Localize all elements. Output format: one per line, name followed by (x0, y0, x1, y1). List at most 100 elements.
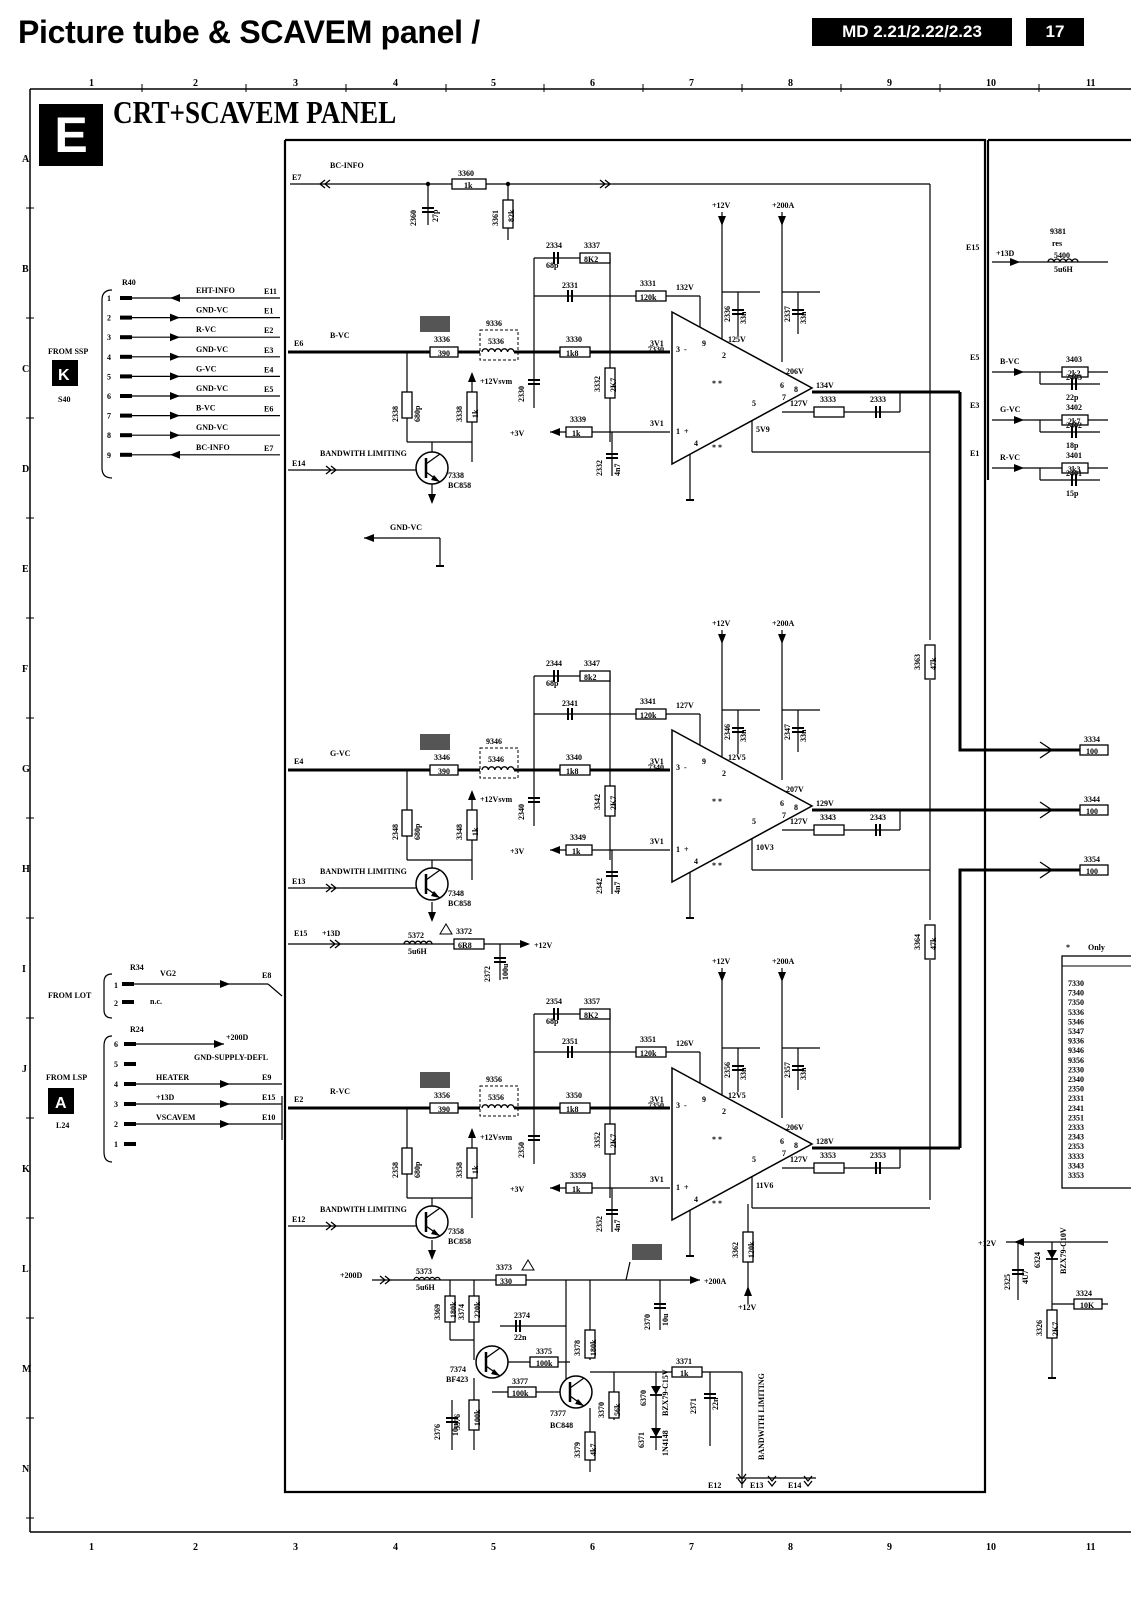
transistor-label: 7377 (550, 1409, 566, 1418)
label: 3 (676, 1101, 680, 1110)
label: 3350 (566, 1091, 582, 1100)
panel-boundary (283, 138, 987, 1494)
connector-letter-badge (48, 1088, 74, 1114)
part-label: 1k (471, 1165, 480, 1174)
grid-col-label: 8 (788, 1542, 793, 1553)
pin-icon (120, 413, 132, 418)
connector-letter: K (58, 367, 70, 384)
resistor (604, 785, 616, 817)
connector-ref: R40 (122, 278, 136, 287)
resistor (813, 824, 845, 836)
arrow (1014, 464, 1024, 472)
pin-icon (120, 452, 132, 457)
part-label: 10u (451, 1423, 460, 1436)
resistor (1079, 744, 1109, 756)
label: 9336 (486, 319, 502, 328)
transistor-collector (425, 453, 441, 465)
rail-label: +3V (510, 847, 525, 856)
label: 1 (676, 1183, 680, 1192)
label: 5372 (408, 931, 424, 940)
arrow-down-icon (718, 972, 726, 982)
arrow (220, 1100, 230, 1108)
arrow-right-icon (170, 333, 180, 342)
grid-row-label: A (22, 154, 30, 165)
table-cell: 5336 (1068, 1008, 1084, 1017)
label: 3372 (456, 927, 472, 936)
label: 5 (752, 1155, 756, 1164)
signal-label: BANDWITH LIMITING (320, 449, 407, 458)
resistor (429, 764, 459, 776)
wire (267, 983, 283, 997)
label: 22p (1066, 393, 1079, 402)
transistor-label: 7374 (450, 1365, 466, 1374)
part-label: 2325 (1003, 1274, 1012, 1290)
label: 1k (572, 847, 581, 856)
table-cell: 2333 (1068, 1123, 1084, 1132)
label: 5400 (1054, 251, 1070, 260)
label: 3333 (820, 395, 836, 404)
part-label: 4n7 (613, 882, 622, 894)
part-label: 4n7 (613, 1220, 622, 1232)
pin-signal-label: B-VC (196, 404, 216, 413)
resistor (429, 346, 459, 358)
table-cell: 2341 (1068, 1104, 1084, 1113)
table-cell: 7330 (1068, 979, 1084, 988)
pin-signal-label: +200D (226, 1033, 249, 1042)
grid-col-label: 10 (986, 1542, 996, 1553)
pin-icon (122, 982, 134, 986)
resistor (813, 1162, 845, 1174)
pin-icon (122, 1000, 134, 1004)
resistor (813, 406, 845, 418)
inductor (481, 766, 515, 771)
connector-ref: R24 (130, 1025, 144, 1034)
pin-icon (120, 335, 132, 340)
transistor-arrow (431, 1229, 440, 1236)
part-label: 1k (471, 827, 480, 836)
grid-col-label: 8 (788, 78, 793, 89)
arrow-up-icon (468, 1128, 476, 1138)
arrow-right-icon (170, 372, 180, 381)
voltage-label: 126V (676, 1039, 694, 1048)
junction-dot (425, 181, 431, 187)
transistor-icon (415, 867, 449, 901)
pin-signal-label: +13D (156, 1093, 175, 1102)
part-label: 180k (449, 1301, 458, 1318)
pin-number: 8 (107, 431, 111, 440)
part-label: 3361 (491, 210, 500, 226)
part-label: 3364 (913, 934, 922, 950)
table-cell: 2343 (1068, 1133, 1084, 1142)
table-cell: 5347 (1068, 1027, 1084, 1036)
diode-icon (651, 1428, 661, 1437)
grid-col-label: 9 (887, 78, 892, 89)
label: 22n (514, 1333, 527, 1342)
page-number-badge: 17 (1026, 18, 1084, 46)
label: 3V1 (650, 1175, 664, 1184)
label: * * (712, 861, 722, 870)
connector-from-label: FROM LOT (48, 991, 92, 1000)
resistor (1079, 864, 1109, 876)
resistor (466, 809, 478, 841)
label: 100k (512, 1389, 529, 1398)
arrow (220, 1080, 230, 1088)
resistor (584, 1431, 596, 1461)
pin-signal-label: n.c. (150, 997, 162, 1006)
part-label: 3374 (457, 1304, 466, 1320)
label: 68p (546, 679, 559, 688)
pin-number: 7 (107, 412, 111, 421)
amplifier-icon (671, 310, 814, 466)
resistor (579, 1008, 611, 1020)
pin-number: 1 (114, 1140, 118, 1149)
pin-signal-label: GND-VC (196, 345, 228, 354)
resistor (635, 290, 667, 302)
part-label: 3376 (453, 1414, 462, 1430)
pin-signal-label: GND-VC (196, 423, 228, 432)
zener-diode-icon (651, 1386, 661, 1395)
pin-number: 3 (107, 333, 111, 342)
part-label: 6324 (1033, 1252, 1042, 1268)
bracket (101, 289, 113, 479)
rail-label: +12V (712, 957, 731, 966)
label: 5 (752, 817, 756, 826)
resistor (565, 844, 593, 856)
label: 8 (794, 803, 798, 812)
label: 3377 (512, 1377, 528, 1386)
